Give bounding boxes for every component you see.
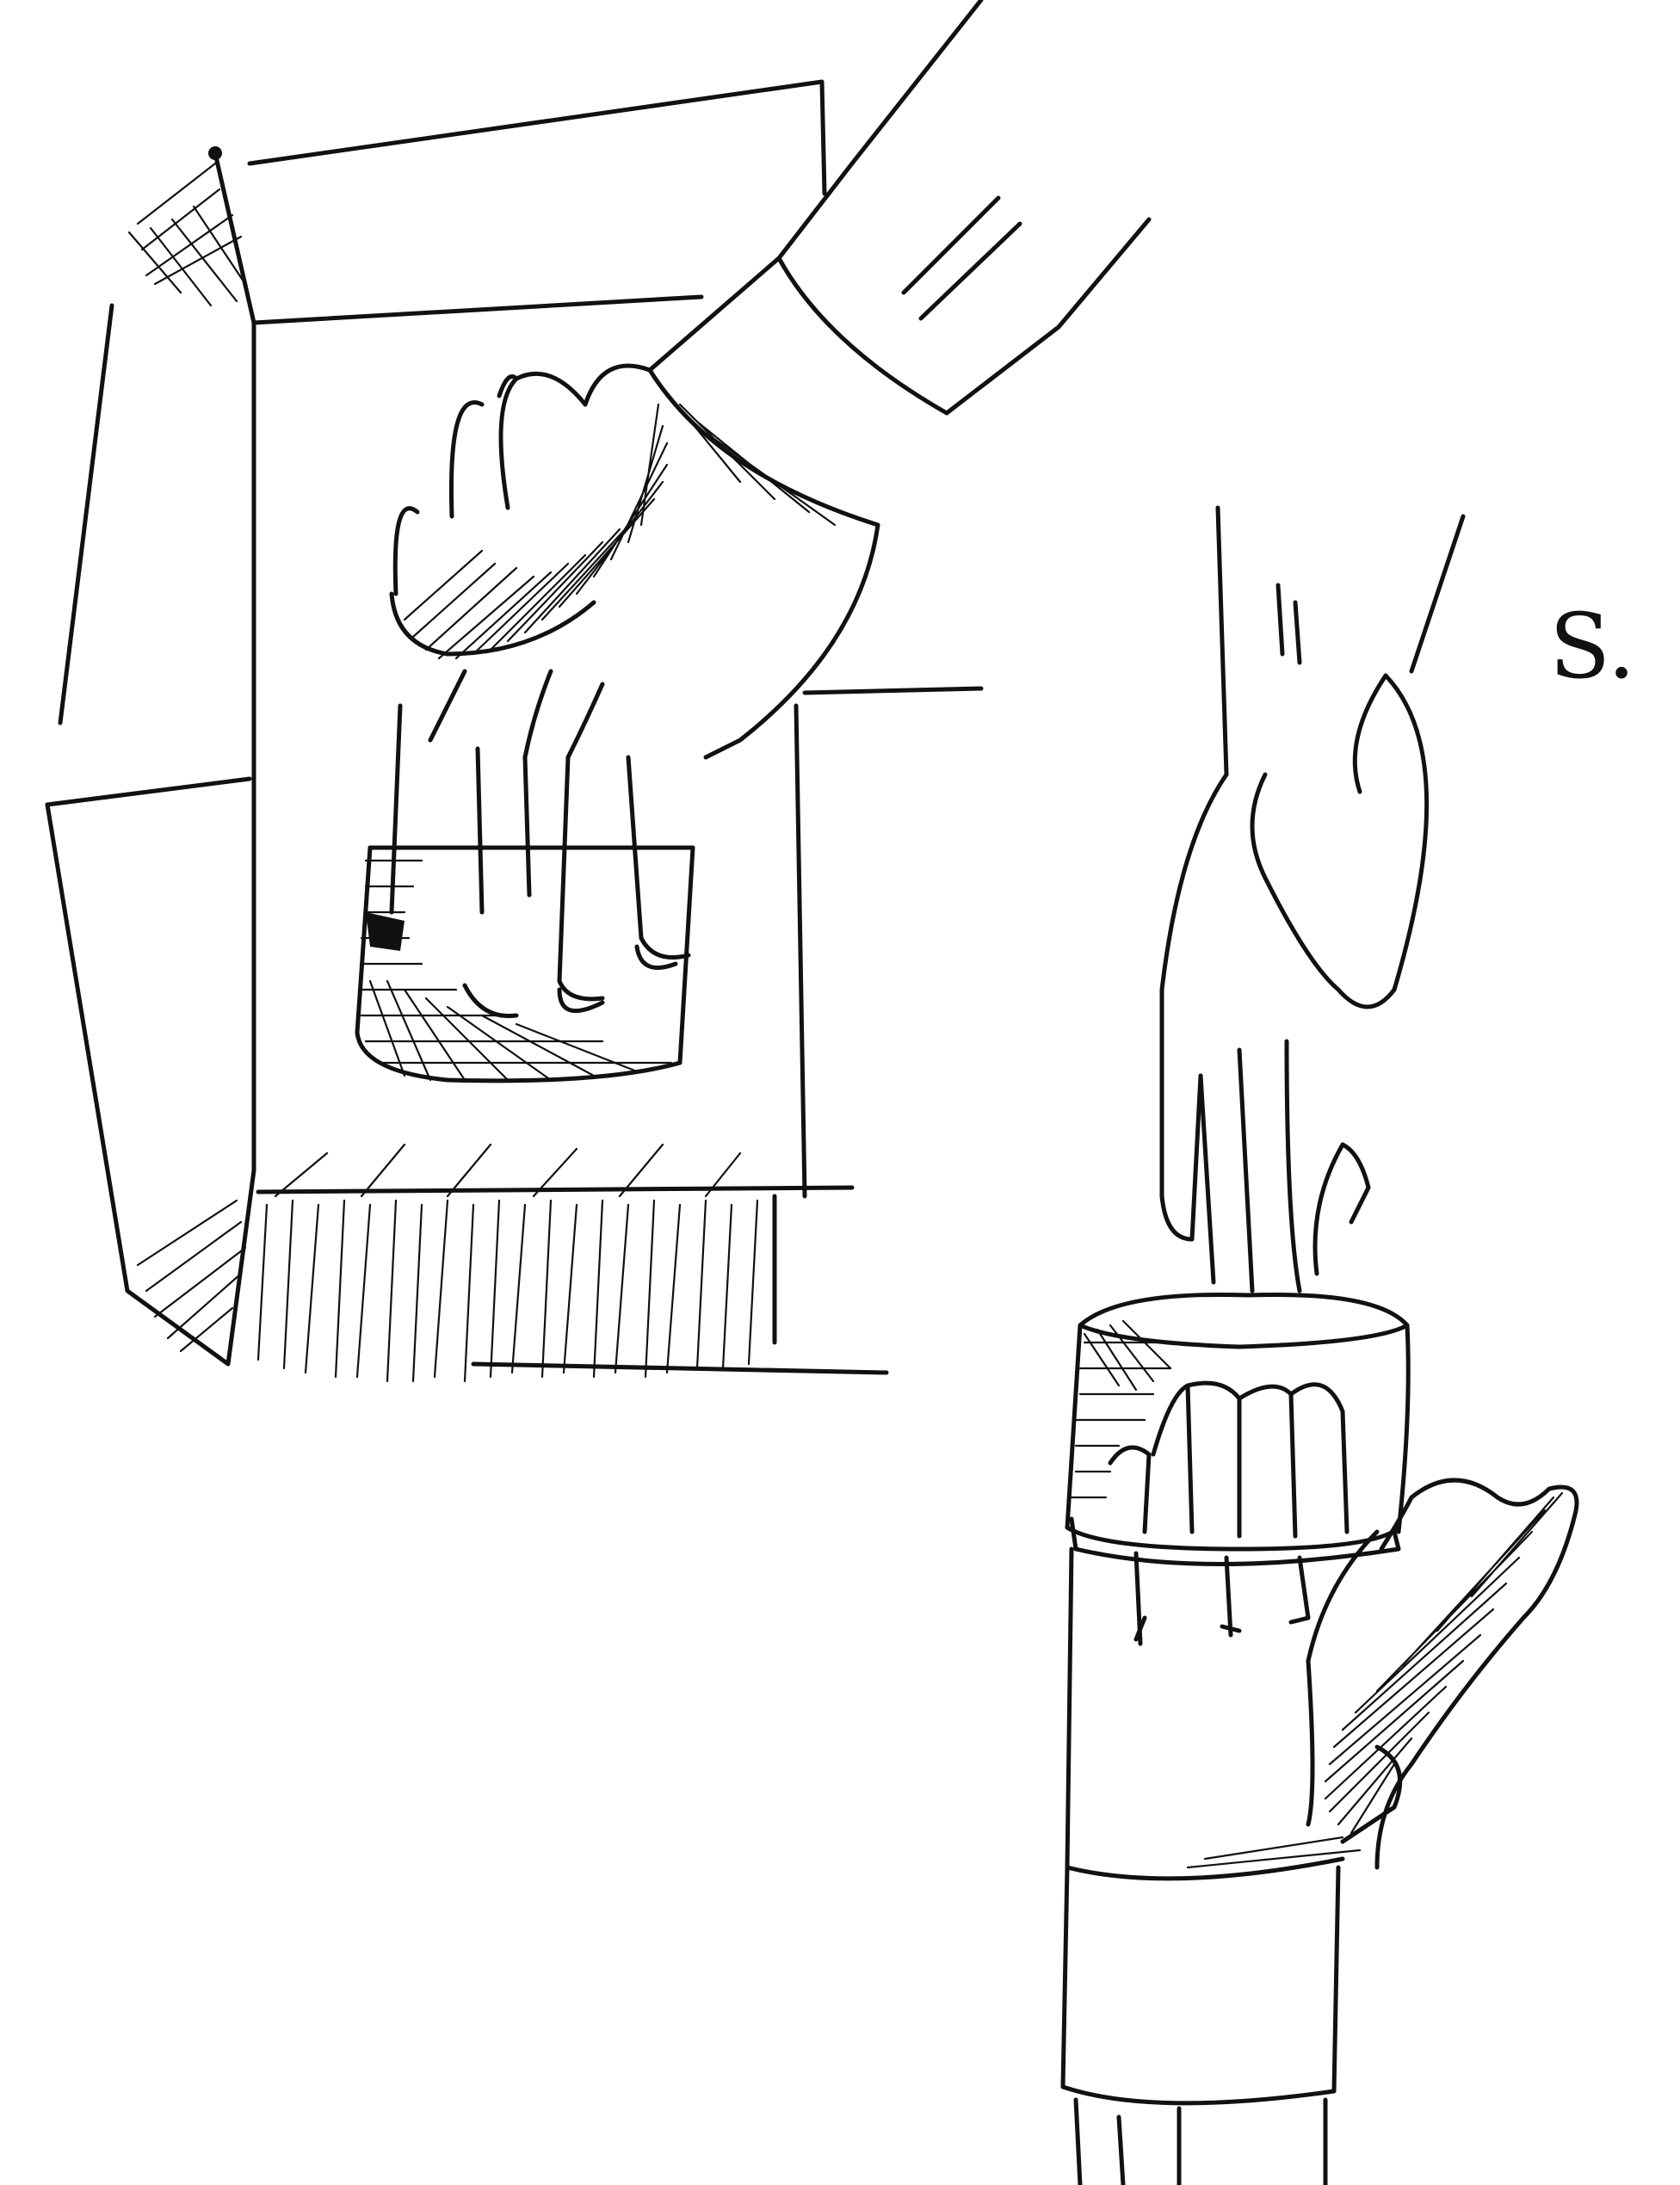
glass-right: [1065, 1292, 1411, 1566]
upturned-hand-right: [1065, 1478, 1579, 1881]
upper-forearm-right: [1215, 505, 1466, 777]
downward-hand: [389, 363, 880, 1002]
bottom-shadow-hatch: [136, 1143, 759, 1383]
hand-shadow-hatch: [403, 386, 837, 660]
box-drawing: [45, 79, 984, 1375]
glass-left: [355, 845, 695, 1083]
upper-arm-sleeve: [647, 0, 1152, 416]
downward-hand-right: [1159, 673, 1430, 1293]
lid-corner-hatch: [127, 146, 247, 307]
palm-shadow-hatch: [1186, 1491, 1564, 1869]
plate-letter: S.: [1549, 594, 1636, 699]
wrist-cuff-right: [1060, 1865, 1341, 2185]
